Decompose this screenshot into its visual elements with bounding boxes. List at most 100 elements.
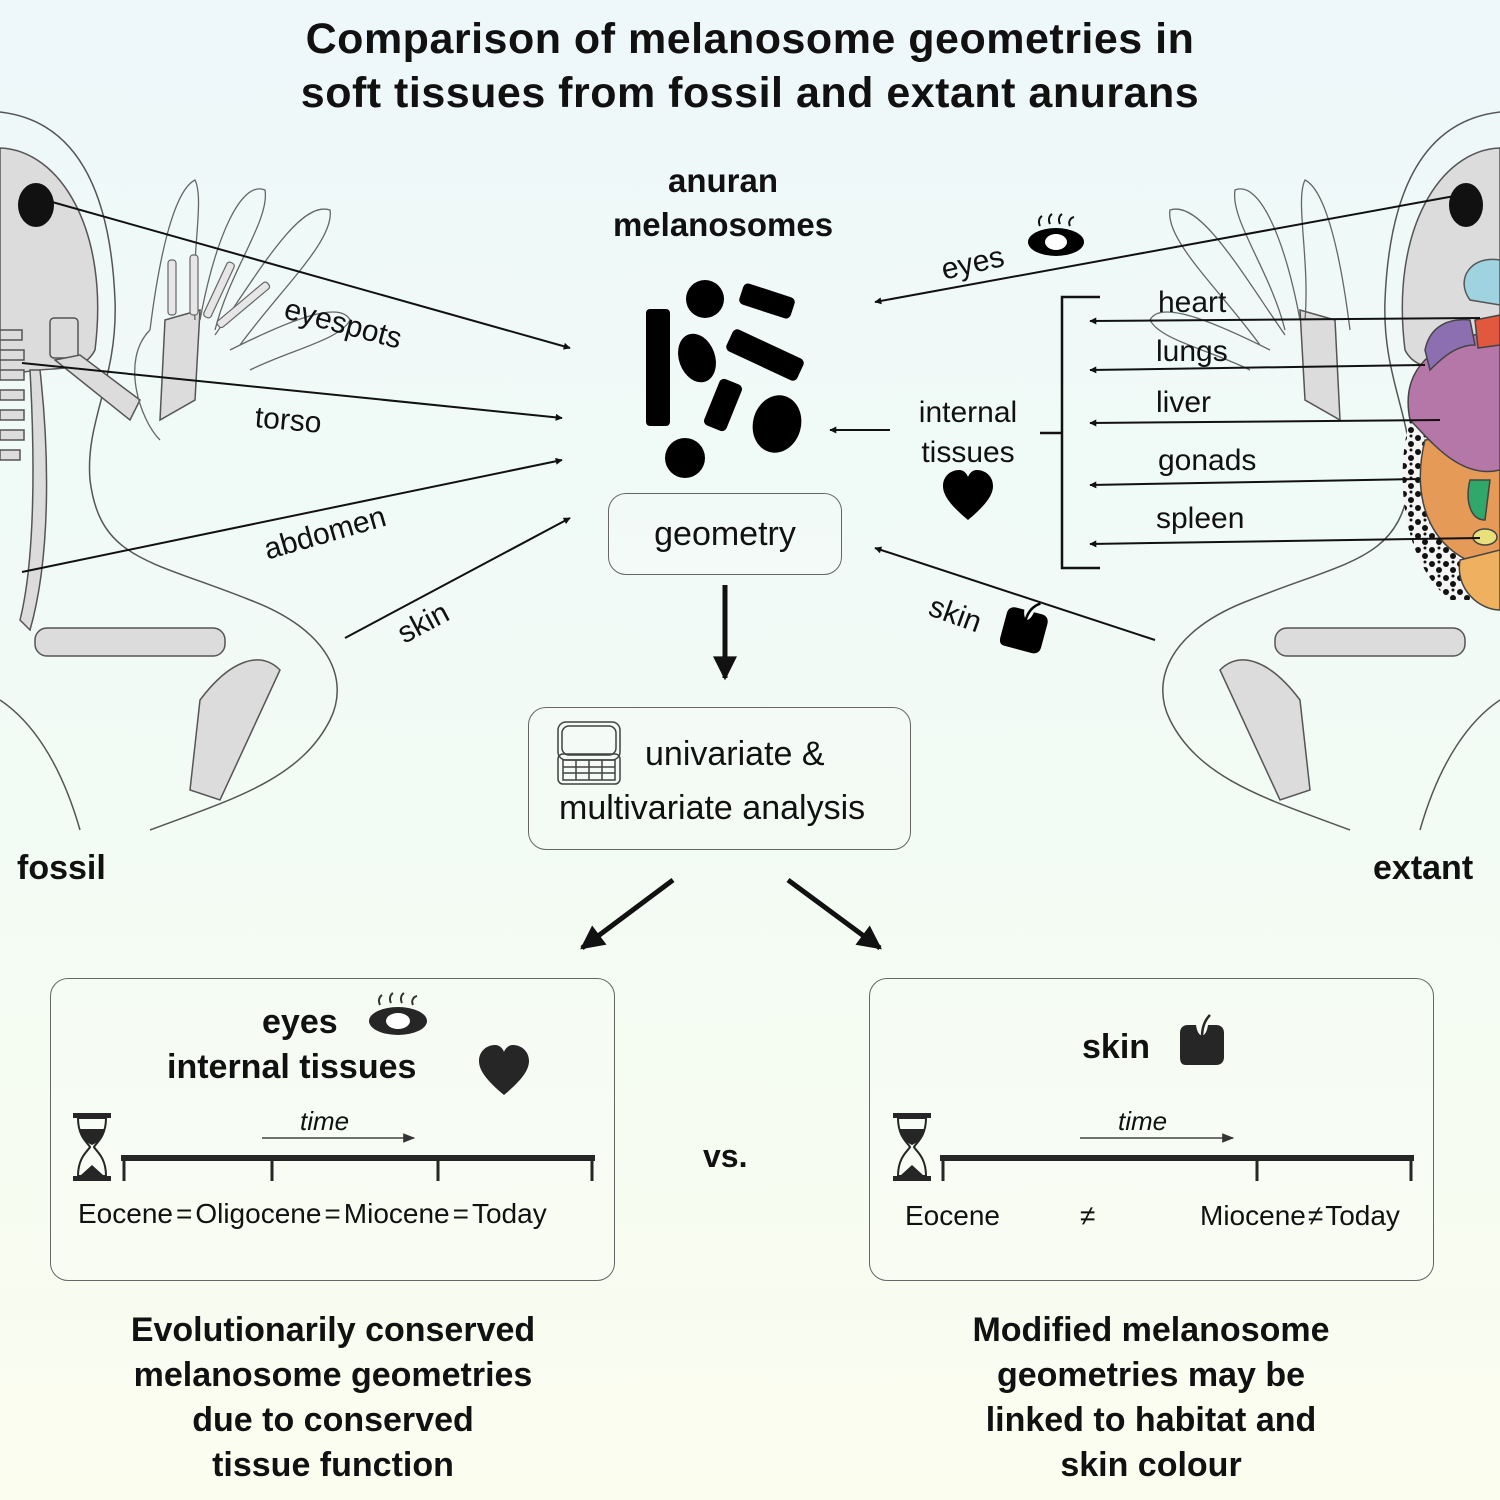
heading-line-1: anuran xyxy=(667,162,779,199)
analysis-box: univariate & multivariate analysis xyxy=(528,707,911,850)
melanosome-sphere xyxy=(665,438,705,478)
period-eocene: Eocene xyxy=(905,1200,1000,1231)
result-heading-skin: skin xyxy=(1082,1028,1151,1066)
period-miocene: Miocene xyxy=(1200,1200,1306,1231)
melanosome-oval xyxy=(678,333,716,383)
vs-label: vs. xyxy=(703,1138,748,1174)
melanosome-sphere xyxy=(686,280,724,318)
label-liver: liver xyxy=(1156,386,1212,419)
fossil-skull xyxy=(0,147,99,381)
arrow-lungs xyxy=(1089,364,1426,374)
period-today: Today xyxy=(471,1198,547,1229)
relation-equal: = xyxy=(324,1198,341,1229)
arrow-spleen xyxy=(1089,537,1481,548)
organ-spleen xyxy=(1472,528,1498,546)
arrow-heart xyxy=(1089,317,1481,325)
title-line-2: soft tissues from fossil and extant anur… xyxy=(300,69,1200,117)
computer-icon xyxy=(557,721,621,785)
hourglass-icon xyxy=(893,1113,931,1181)
conclusion-line: geometries may be xyxy=(996,1356,1306,1394)
conclusion-line: Evolutionarily conserved xyxy=(130,1311,536,1349)
arrow-gonads xyxy=(1089,478,1421,489)
label-torso: torso xyxy=(253,401,323,440)
conclusion-line: skin colour xyxy=(1060,1446,1242,1484)
fossil-arrows xyxy=(21,199,571,639)
label-gonads: gonads xyxy=(1158,444,1257,477)
timeline-periods-left: Eocene=Oligocene=Miocene=Today xyxy=(78,1198,547,1230)
arrow-liver xyxy=(1089,419,1441,427)
time-label: time xyxy=(1118,1106,1168,1136)
fossil-label: fossil xyxy=(17,849,106,887)
left-result-graphics xyxy=(73,992,595,1181)
extant-label: extant xyxy=(1373,849,1474,887)
heading-line-2: melanosomes xyxy=(612,206,834,243)
eye-icon xyxy=(1028,213,1084,256)
arrow-analysis-to-conserved xyxy=(580,877,675,951)
period-eocene: Eocene xyxy=(78,1198,173,1229)
relation-not-equal: ≠ xyxy=(1080,1200,1096,1231)
period-miocene: Miocene xyxy=(343,1198,450,1229)
arrow-skin-extant xyxy=(874,546,1156,641)
timeline-periods-right: Miocene≠Today xyxy=(1200,1200,1400,1232)
heart-icon xyxy=(943,470,993,520)
melanosome-shapes xyxy=(646,280,804,478)
melanosome-oval xyxy=(752,395,802,453)
conclusion-line: Modified melanosome xyxy=(972,1311,1330,1349)
melanosome-rod xyxy=(726,329,804,381)
arrow-skin-fossil xyxy=(344,517,571,639)
extant-eye xyxy=(1449,183,1483,227)
result-heading-internal: internal tissues xyxy=(167,1048,417,1086)
skin-icon xyxy=(999,602,1048,654)
time-label: time xyxy=(300,1106,350,1136)
organ-gut xyxy=(1467,479,1491,521)
organ-bracket xyxy=(1040,295,1100,570)
arrow-analysis-to-modified xyxy=(786,877,882,951)
relation-not-equal: ≠ xyxy=(1307,1200,1324,1231)
right-result-graphics xyxy=(893,1014,1414,1181)
organ-fat-body xyxy=(1458,549,1500,611)
melanosome-rod xyxy=(704,378,742,432)
melanosome-rod xyxy=(739,283,795,319)
eye-icon xyxy=(369,992,427,1035)
conserved-result-box xyxy=(50,978,615,1281)
heart-icon xyxy=(479,1045,529,1095)
analysis-line-1: univariate & xyxy=(645,735,825,773)
fossil-eyespot xyxy=(18,183,54,227)
conclusion-line: tissue function xyxy=(212,1446,454,1484)
fossil-body-outline xyxy=(0,111,338,831)
hourglass-icon xyxy=(73,1113,111,1181)
internal-line-1: internal xyxy=(918,396,1018,429)
extant-frog-illustration xyxy=(1149,111,1500,831)
arrow-torso xyxy=(21,362,563,421)
label-lungs: lungs xyxy=(1156,335,1228,368)
geometry-label: geometry xyxy=(654,515,796,553)
extant-body-outline xyxy=(1162,111,1500,831)
arrow-eyes xyxy=(874,194,1461,305)
skull-cavity xyxy=(1463,258,1500,306)
label-internal-tissues: internal tissues xyxy=(900,393,1036,473)
conclusion-line: melanosome geometries xyxy=(133,1356,533,1394)
fossil-frog-illustration xyxy=(0,111,351,831)
relation-equal: = xyxy=(452,1198,469,1229)
analysis-line-2: multivariate analysis xyxy=(559,789,866,827)
title-line-1: Comparison of melanosome geometries in xyxy=(305,15,1195,63)
modified-result-box xyxy=(869,978,1434,1281)
extant-arrows xyxy=(829,194,1481,641)
organ-lungs xyxy=(1424,318,1476,372)
timeline-axis xyxy=(940,1155,1414,1181)
result-heading-eyes: eyes xyxy=(262,1003,338,1041)
skin-icon xyxy=(1180,1014,1224,1065)
internal-line-2: tissues xyxy=(921,436,1015,469)
arrow-eyespots xyxy=(44,199,571,350)
label-heart: heart xyxy=(1158,286,1227,319)
conclusion-modified: Modified melanosome geometries may be li… xyxy=(891,1308,1411,1488)
melanosome-rod-long xyxy=(646,309,670,426)
label-spleen: spleen xyxy=(1156,502,1245,535)
arrow-abdomen xyxy=(21,457,563,573)
conclusion-line: due to conserved xyxy=(192,1401,474,1439)
organ-heart xyxy=(1474,314,1500,349)
relation-equal: = xyxy=(175,1198,193,1229)
period-today: Today xyxy=(1325,1200,1400,1231)
timeline-axis xyxy=(121,1155,595,1181)
flow-arrows xyxy=(580,585,882,951)
